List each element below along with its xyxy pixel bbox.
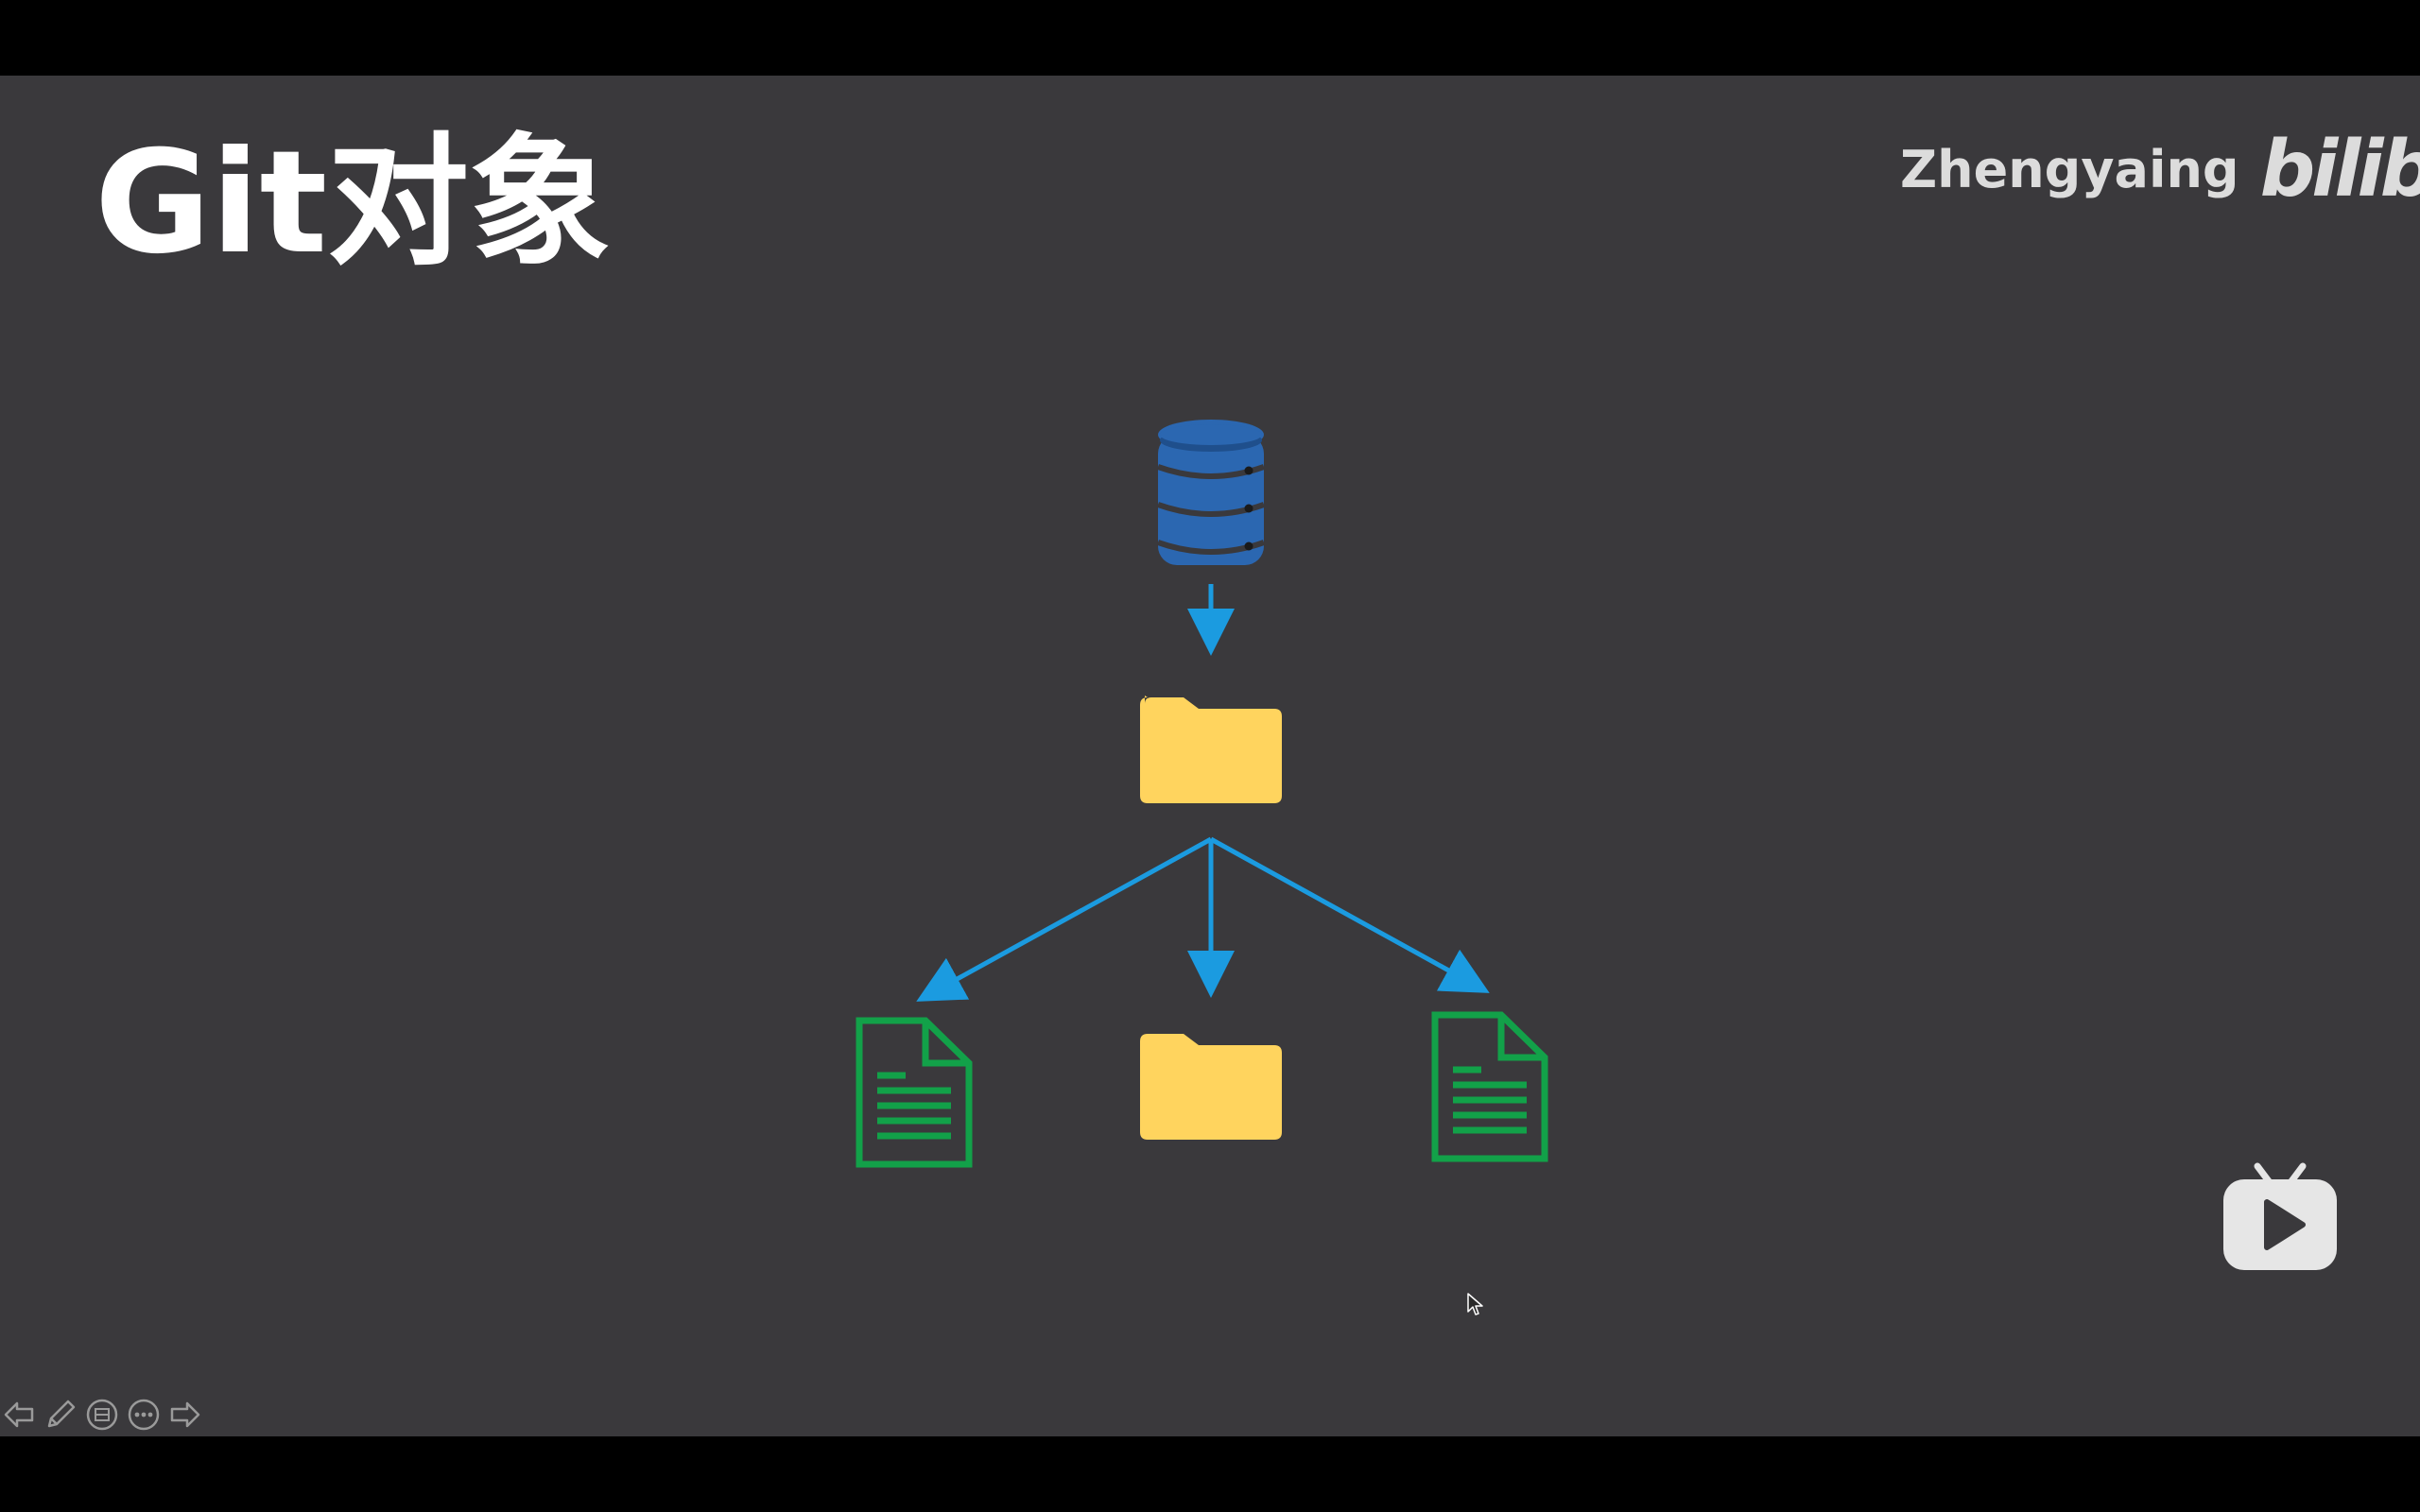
folder-icon	[1140, 1034, 1282, 1140]
git-object-diagram	[856, 420, 1548, 1168]
slide: Git对象 Zhengyaing bilibili	[0, 76, 2420, 1436]
arrow-root-tree-to-blob-left	[916, 836, 1213, 1002]
pen-icon	[47, 1400, 76, 1428]
pen-tool-button[interactable]	[42, 1396, 79, 1434]
tv-play-icon	[2223, 1162, 2337, 1270]
bilibili-logo: bilibili	[2259, 124, 2420, 215]
arrow-left-icon	[4, 1401, 34, 1428]
mouse-cursor-icon	[1467, 1293, 1483, 1315]
database-icon	[1156, 420, 1266, 565]
folder-icon	[1140, 696, 1282, 803]
arrow-root-tree-to-blob-right	[1209, 836, 1490, 993]
slides-icon	[86, 1399, 118, 1431]
next-slide-button[interactable]	[166, 1396, 204, 1434]
presentation-toolbar	[0, 1393, 204, 1436]
watermark-author: Zhengyaing	[1900, 139, 2239, 199]
slide-overview-button[interactable]	[83, 1396, 121, 1434]
slide-title: Git对象	[95, 121, 612, 285]
ellipsis-icon	[128, 1399, 160, 1431]
document-icon	[1431, 1011, 1548, 1162]
watermark: Zhengyaing bilibili	[1900, 117, 2420, 221]
more-options-button[interactable]	[125, 1396, 163, 1434]
previous-slide-button[interactable]	[0, 1396, 38, 1434]
document-icon	[856, 1017, 973, 1168]
arrow-right-icon	[170, 1401, 200, 1428]
